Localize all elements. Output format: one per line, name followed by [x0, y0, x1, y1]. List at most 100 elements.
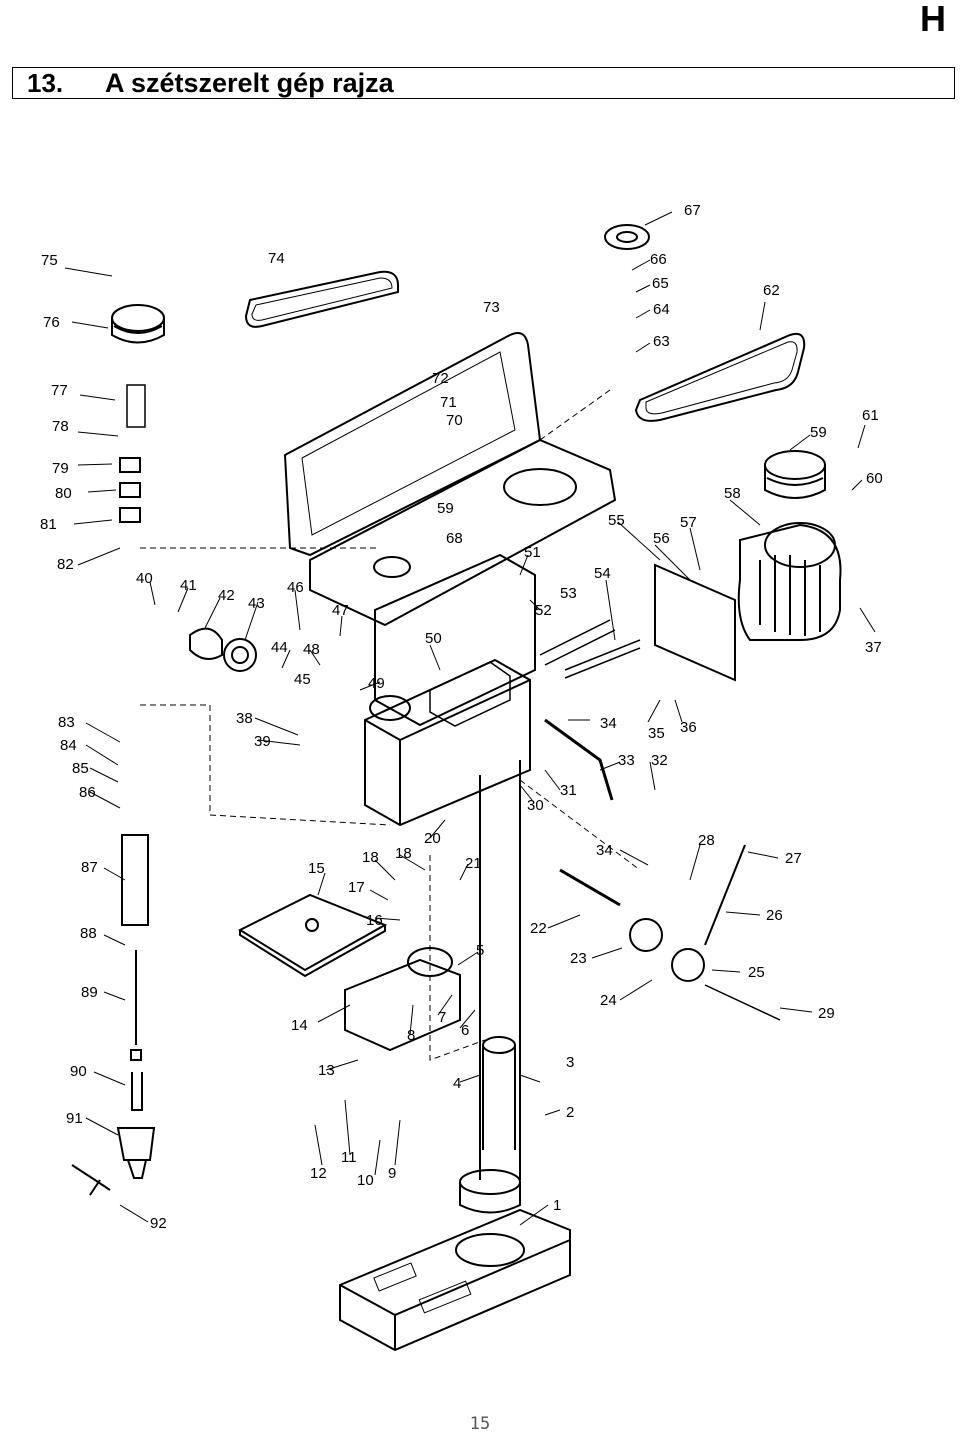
part-label: 57 — [680, 514, 697, 531]
part-label: 8 — [407, 1027, 415, 1044]
part-label: 20 — [424, 830, 441, 847]
part-label: 63 — [653, 333, 670, 350]
part-label: 11 — [341, 1149, 357, 1166]
part-label: 68 — [446, 530, 463, 547]
base-plate — [339, 1208, 571, 1352]
part-label: 18 — [395, 845, 412, 862]
exploded-view-diagram: 1 2 3 4 5 6 7 8 9 10 11 12 13 14 15 16 1… — [40, 202, 883, 1352]
spindle-pulley — [111, 304, 165, 332]
belt-62 — [634, 332, 806, 422]
feed-handle — [544, 718, 614, 801]
part-label: 80 — [55, 485, 72, 502]
part-label: 51 — [524, 544, 541, 561]
language-mark: H — [920, 0, 946, 39]
part-label: 26 — [766, 907, 783, 924]
part-label: 44 — [271, 639, 288, 656]
part-label: 74 — [268, 250, 285, 267]
part-label: 27 — [785, 850, 802, 867]
motor-pulley — [764, 450, 826, 480]
part-label: 87 — [81, 859, 98, 876]
part-label: 25 — [748, 964, 765, 981]
work-table — [237, 893, 388, 972]
part-label: 33 — [618, 752, 635, 769]
part-label: 10 — [357, 1172, 374, 1189]
part-label: 34 — [600, 715, 617, 732]
part-label: 75 — [41, 252, 58, 269]
part-label: 84 — [60, 737, 77, 754]
part-label: 76 — [43, 314, 60, 331]
column — [479, 760, 521, 1180]
part-label: 71 — [440, 394, 457, 411]
part-label: 79 — [52, 460, 69, 477]
part-label: 37 — [865, 639, 882, 656]
part-label: 29 — [818, 1005, 835, 1022]
part-label: 73 — [483, 299, 500, 316]
part-label: 17 — [348, 879, 365, 896]
part-label: 24 — [600, 992, 617, 1009]
center-pulley — [604, 224, 650, 250]
chuck-key — [71, 1164, 111, 1196]
part-label: 41 — [180, 577, 197, 594]
part-label: 58 — [724, 485, 741, 502]
part-label: 65 — [652, 275, 669, 292]
part-label: 52 — [535, 602, 552, 619]
motor — [737, 523, 842, 641]
part-label: 42 — [218, 587, 235, 604]
section-header: 13. A szétszerelt gép rajza — [12, 67, 955, 99]
belt-cover-base — [309, 438, 617, 627]
page-number: 15 — [469, 1414, 491, 1434]
part-label: 62 — [763, 282, 780, 299]
part-label: 85 — [72, 760, 89, 777]
part-label: 16 — [366, 912, 383, 929]
part-label: 40 — [136, 570, 153, 587]
part-label: 39 — [254, 733, 271, 750]
part-label: 43 — [248, 595, 265, 612]
part-label: 48 — [303, 641, 320, 658]
part-label: 3 — [566, 1054, 574, 1071]
part-label: 72 — [432, 370, 449, 387]
part-label: 34 — [596, 842, 613, 859]
quill — [121, 834, 149, 926]
part-label: 46 — [287, 579, 304, 596]
part-label: 50 — [425, 630, 442, 647]
part-label: 53 — [560, 585, 577, 602]
head-casting — [374, 553, 536, 727]
part-label: 31 — [560, 782, 577, 799]
part-label: 89 — [81, 984, 98, 1001]
part-label: 54 — [594, 565, 611, 582]
part-label: 47 — [332, 602, 349, 619]
part-label: 32 — [651, 752, 668, 769]
part-label: 38 — [236, 710, 253, 727]
chuck — [116, 1127, 156, 1161]
part-label: 60 — [866, 470, 883, 487]
part-label: 78 — [52, 418, 69, 435]
part-label: 77 — [51, 382, 68, 399]
part-label: 21 — [465, 855, 482, 872]
part-label: 7 — [438, 1009, 446, 1026]
part-label: 86 — [79, 784, 96, 801]
part-label: 49 — [368, 675, 385, 692]
part-label: 56 — [653, 530, 670, 547]
part-label: 15 — [308, 860, 325, 877]
motor-plate — [654, 563, 736, 682]
part-label: 61 — [862, 407, 879, 424]
part-label: 30 — [527, 797, 544, 814]
part-label: 64 — [653, 301, 670, 318]
part-label: 59 — [437, 500, 454, 517]
part-label: 88 — [80, 925, 97, 942]
part-label: 81 — [40, 516, 57, 533]
part-label: 67 — [684, 202, 701, 219]
part-label: 70 — [446, 412, 463, 429]
part-label: 5 — [476, 942, 484, 959]
part-label: 1 — [553, 1197, 561, 1214]
spring-cover — [189, 627, 223, 660]
part-label: 2 — [566, 1104, 574, 1121]
section-title: A szétszerelt gép rajza — [105, 67, 394, 98]
part-label: 6 — [461, 1022, 469, 1039]
part-label: 55 — [608, 512, 625, 529]
part-label: 91 — [66, 1110, 83, 1127]
part-label: 36 — [680, 719, 697, 736]
part-labels: 1 2 3 4 5 6 7 8 9 10 11 12 13 14 15 16 1… — [40, 202, 883, 1232]
section-number: 13. — [27, 67, 64, 98]
table-bracket — [344, 958, 461, 1052]
